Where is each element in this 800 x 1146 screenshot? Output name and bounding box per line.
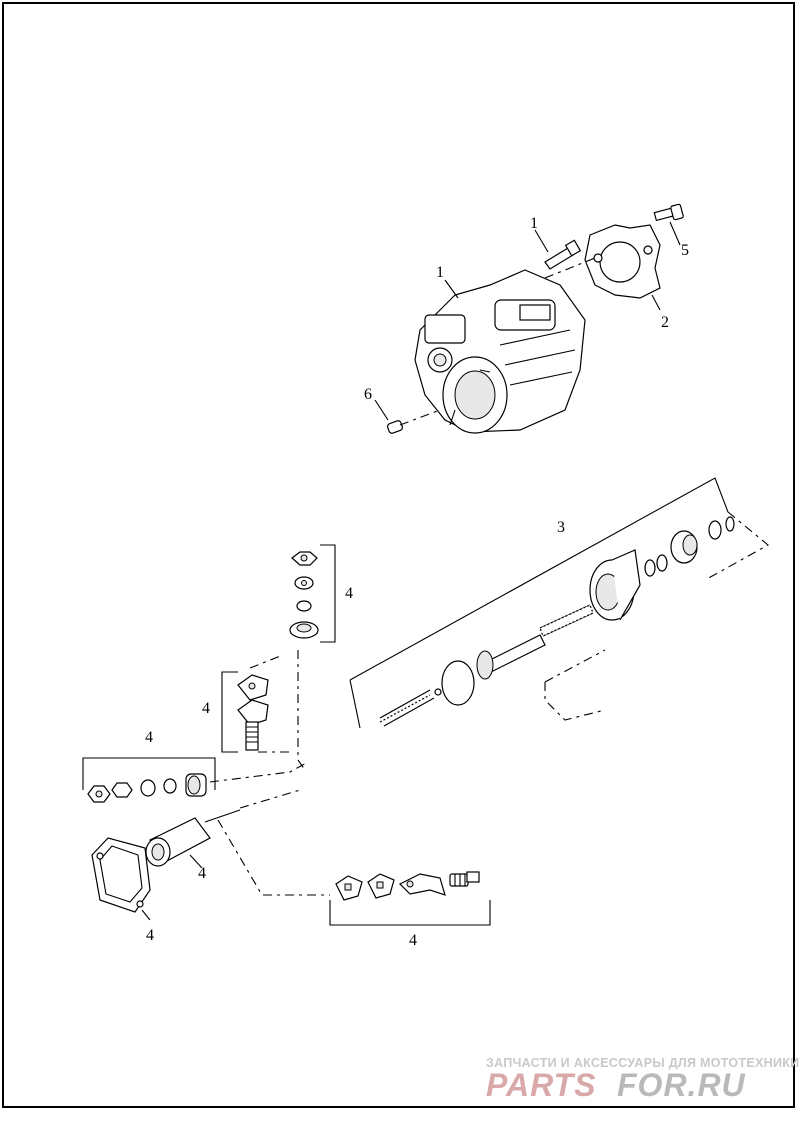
dowel-pin [386,420,404,434]
watermark-logo-right: FOR.RU [617,1067,746,1103]
page-border [2,2,795,1108]
bracket-4-bottom [329,900,491,926]
starter-motor [414,269,586,434]
terminal-plates [237,674,269,751]
bracket-3 [349,477,729,729]
watermark-tagline: ЗАПЧАСТИ И АКСЕССУАРЫ ДЛЯ МОТОТЕХНИКИ [486,1056,799,1070]
contact-parts [335,871,480,901]
callout-1-starter: 1 [436,264,444,281]
callout-4-left: 4 [145,729,153,746]
solenoid-plunger [145,809,241,867]
callout-4-cover: 4 [146,927,154,944]
solenoid-cover [91,837,151,913]
callout-4-top: 4 [345,585,353,602]
gasket [584,224,661,299]
watermark: ЗАПЧАСТИ И АКСЕССУАРЫ ДЛЯ МОТОТЕХНИКИ PA… [486,1056,799,1103]
callout-4-plunger: 4 [198,865,206,882]
nut-washer-stack [289,551,319,639]
callout-4-bottom: 4 [409,932,417,949]
flange-bolt [653,203,684,222]
bracket-4-top [320,544,336,643]
bracket-4-left [82,757,216,790]
callout-6: 6 [364,386,372,403]
terminal-hardware-row [87,773,207,803]
callout-2: 2 [661,314,669,331]
callout-5: 5 [681,242,689,259]
mounting-bolt [544,239,582,270]
callout-4-mid: 4 [202,700,210,717]
callout-1-bolt: 1 [530,215,538,232]
watermark-logo-left: PARTS [486,1067,597,1103]
drive-components [379,516,735,727]
callout-3: 3 [557,519,565,536]
bracket-4-mid [221,671,238,753]
